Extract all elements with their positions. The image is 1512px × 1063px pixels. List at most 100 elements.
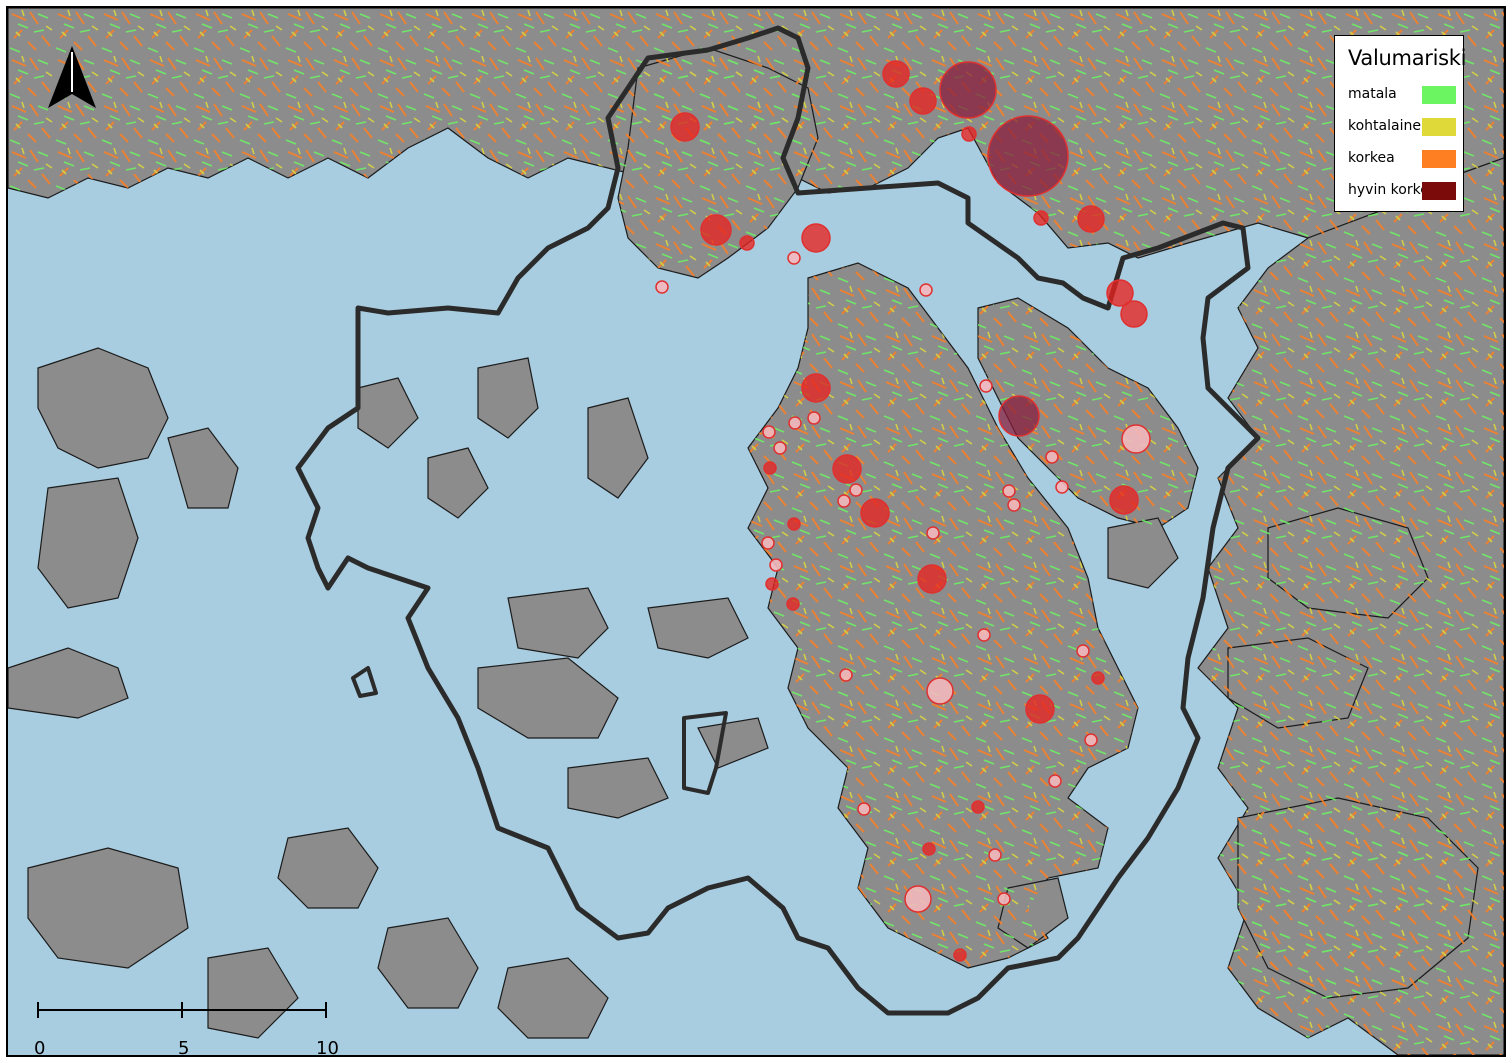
- land-mid-8: [357, 377, 419, 449]
- land-south-1: [497, 957, 609, 1039]
- risk-marker: [926, 677, 954, 705]
- risk-marker: [1106, 279, 1134, 307]
- scale-tick-0: 0: [34, 1038, 46, 1057]
- risk-marker: [1007, 498, 1021, 512]
- legend-label: hyvin korkea: [1348, 182, 1438, 198]
- risk-marker: [773, 441, 787, 455]
- risk-marker: [807, 411, 821, 425]
- land-southwest-3: [377, 917, 479, 1009]
- risk-marker: [832, 454, 862, 484]
- scale-bar-graphic: [37, 1002, 327, 1018]
- risk-marker: [919, 283, 933, 297]
- risk-marker: [837, 494, 851, 508]
- risk-marker: [987, 115, 1069, 197]
- map-frame[interactable]: Valumariski matala kohtalainen korkea hy…: [6, 6, 1506, 1057]
- risk-marker: [1109, 485, 1139, 515]
- risk-marker: [801, 223, 831, 253]
- risk-marker: [786, 597, 800, 611]
- risk-marker: [1002, 484, 1016, 498]
- land-west-3: [167, 427, 239, 509]
- risk-markers: [655, 60, 1151, 962]
- risk-marker: [787, 251, 801, 265]
- risk-marker: [1076, 644, 1090, 658]
- scale-bar: 0 5 10 km: [34, 998, 354, 1057]
- risk-marker: [917, 564, 947, 594]
- risk-marker: [769, 558, 783, 572]
- risk-marker: [953, 948, 967, 962]
- boundary-enclave-1: [682, 711, 728, 795]
- north-arrow-icon: [48, 46, 96, 108]
- municipality-boundary: [295, 25, 1261, 1016]
- risk-marker: [998, 395, 1040, 437]
- map-canvas[interactable]: [8, 8, 1504, 1055]
- risk-marker: [700, 214, 732, 246]
- land-mid-4: [697, 717, 769, 769]
- land-mid-7: [587, 397, 649, 499]
- risk-marker: [801, 373, 831, 403]
- legend-item-hyvin-korkea: hyvin korkea: [1348, 180, 1456, 202]
- legend-item-korkea: korkea: [1348, 148, 1456, 170]
- risk-marker: [1084, 733, 1098, 747]
- risk-marker: [857, 802, 871, 816]
- risk-marker: [922, 842, 936, 856]
- land-mid-3: [647, 597, 749, 659]
- risk-marker: [655, 280, 669, 294]
- legend-label: kohtalainen: [1348, 118, 1430, 134]
- legend-label: korkea: [1348, 150, 1395, 166]
- risk-marker: [988, 848, 1002, 862]
- risk-marker: [1045, 450, 1059, 464]
- risk-marker: [904, 885, 932, 913]
- risk-marker: [762, 425, 776, 439]
- risk-marker: [788, 416, 802, 430]
- risk-marker: [997, 892, 1011, 906]
- land-southwest-1: [27, 847, 189, 969]
- risk-marker: [1055, 480, 1069, 494]
- risk-marker: [1077, 205, 1105, 233]
- legend-label: matala: [1348, 86, 1397, 102]
- land-mid-9: [427, 447, 489, 519]
- land-west-4: [8, 647, 129, 719]
- risk-marker: [839, 668, 853, 682]
- land-west-2: [37, 477, 139, 609]
- risk-marker: [939, 61, 997, 119]
- legend-swatch: [1422, 150, 1456, 168]
- legend-item-kohtalainen: kohtalainen: [1348, 116, 1456, 138]
- risk-marker: [909, 87, 937, 115]
- land-mid-5: [567, 757, 669, 819]
- boundary-layer: [295, 25, 1261, 1016]
- land-west-1: [37, 347, 169, 469]
- risk-marker: [860, 498, 890, 528]
- risk-overlay: [8, 8, 1504, 1055]
- risk-marker: [1033, 210, 1049, 226]
- risk-marker: [739, 235, 755, 251]
- risk-marker: [882, 60, 910, 88]
- land-mid-1: [507, 587, 609, 659]
- land-south-2: [207, 947, 299, 1039]
- legend: Valumariski matala kohtalainen korkea hy…: [1334, 35, 1467, 212]
- boundary-enclave-2: [351, 666, 378, 698]
- scale-tick-5: 5: [178, 1038, 190, 1057]
- risk-marker: [1121, 424, 1151, 454]
- risk-marker: [849, 483, 863, 497]
- risk-marker: [1048, 774, 1062, 788]
- legend-title: Valumariski: [1348, 46, 1467, 70]
- risk-marker: [971, 800, 985, 814]
- scale-tick-10: 10 km: [316, 1038, 339, 1057]
- land-mid-2: [477, 657, 619, 739]
- risk-marker: [979, 379, 993, 393]
- risk-marker: [1025, 694, 1055, 724]
- legend-item-matala: matala: [1348, 84, 1456, 106]
- legend-swatch: [1422, 182, 1456, 200]
- risk-marker: [765, 577, 779, 591]
- risk-marker: [761, 536, 775, 550]
- legend-swatch: [1422, 86, 1456, 104]
- legend-swatch: [1422, 118, 1456, 136]
- risk-marker: [763, 461, 777, 475]
- risk-marker: [670, 112, 700, 142]
- land-mid-6: [477, 357, 539, 439]
- risk-marker: [926, 526, 940, 540]
- risk-marker: [787, 517, 801, 531]
- risk-marker: [1091, 671, 1105, 685]
- land-southwest-2: [277, 827, 379, 909]
- risk-marker: [961, 126, 977, 142]
